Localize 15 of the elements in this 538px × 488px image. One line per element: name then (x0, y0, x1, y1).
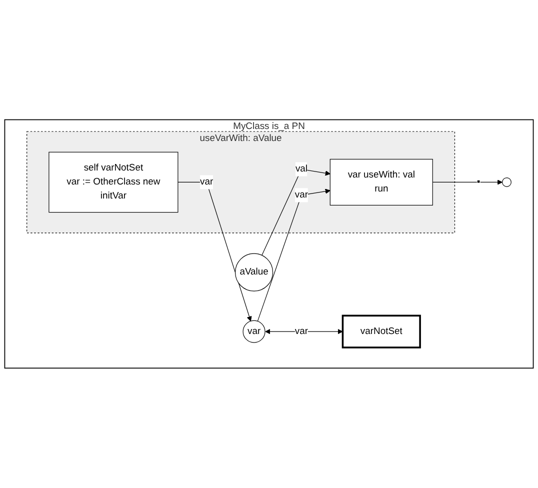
node-circle: aValue (234, 253, 274, 292)
arrow (257, 188, 330, 322)
node-box: var useWith: val run (330, 159, 433, 206)
edge-label: ▪ (476, 176, 480, 188)
node-circle: var (242, 320, 266, 343)
arrow (432, 180, 503, 185)
edge-label: val (295, 164, 308, 174)
arrow (178, 182, 252, 322)
edge-label: var (200, 176, 214, 188)
node-circle (502, 178, 512, 188)
arrow (262, 169, 330, 256)
node-box: self varNotSet var := OtherClass new initVar (48, 152, 178, 213)
edge-label: var (294, 190, 308, 200)
edge-label: var (294, 326, 308, 336)
node-box: varNotSet (342, 314, 421, 348)
